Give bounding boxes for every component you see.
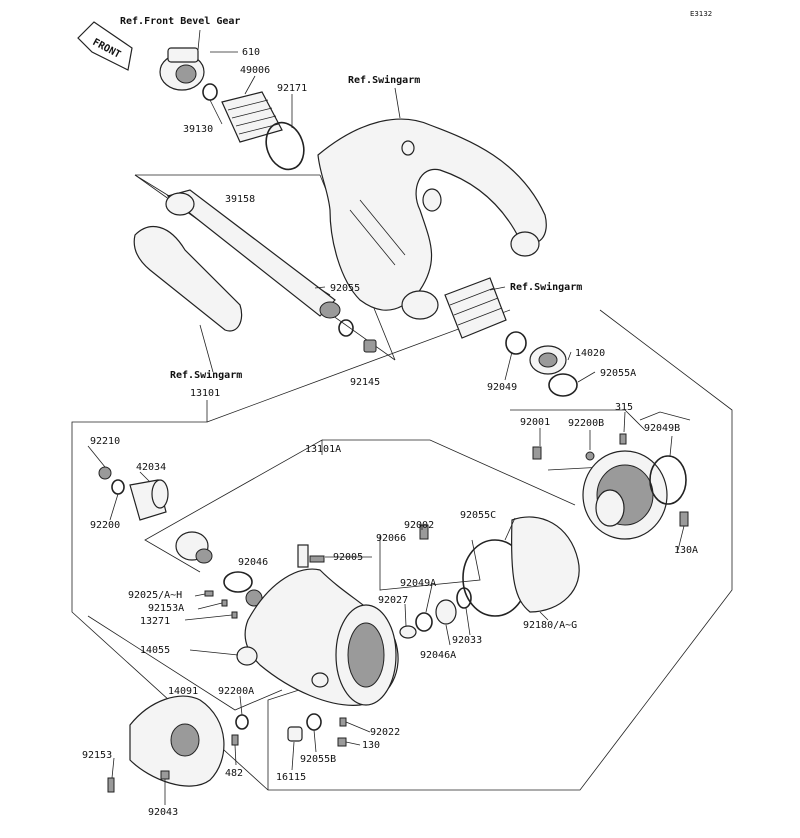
drive-shaft-39158: [165, 189, 341, 319]
label-13101: 13101: [190, 388, 220, 399]
label-315: 315: [615, 402, 633, 413]
label-92049B: 92049B: [644, 423, 680, 434]
leader-lines: [87, 29, 685, 805]
ref-swingarm-right: Ref.Swingarm: [510, 281, 582, 293]
rear-boot: [444, 277, 507, 339]
washer-92200A: [235, 714, 249, 730]
breather-92005: [309, 555, 325, 563]
label-92055B: 92055B: [300, 754, 336, 765]
diagram-code: E3132: [690, 10, 712, 18]
ring-92049B: [649, 455, 687, 505]
label-39158: 39158: [225, 194, 255, 205]
label-92001: 92001: [520, 417, 550, 428]
label-92027: 92027: [378, 595, 408, 606]
coupling-14020: [529, 345, 567, 375]
label-14055: 14055: [140, 645, 170, 656]
label-92066: 92066: [376, 533, 406, 544]
oring-92055A: [548, 373, 578, 397]
bolt-92153A: [221, 599, 228, 607]
circlip-92055: [338, 319, 354, 337]
ref-swingarm-left: Ref.Swingarm: [170, 369, 242, 381]
label-92049: 92049: [487, 382, 517, 393]
label-39130: 39130: [183, 124, 213, 135]
label-92046A: 92046A: [420, 650, 456, 661]
washer-92200: [111, 479, 125, 495]
plug-92210: [98, 466, 112, 480]
label-92033: 92033: [452, 635, 482, 646]
shim-92180: [511, 516, 580, 613]
label-92153A: 92153A: [148, 603, 184, 614]
ref-swingarm-top: Ref.Swingarm: [348, 74, 420, 86]
label-92025: 92025/A~H: [128, 590, 182, 601]
label-482: 482: [225, 768, 243, 779]
shim-92025: [204, 590, 214, 597]
label-92171: 92171: [277, 83, 307, 94]
final-gear-case: [236, 544, 399, 706]
shim-92049A: [415, 612, 433, 632]
ring-gear-hub: [582, 450, 668, 540]
boot-49006: [221, 91, 283, 143]
label-92002: 92002: [404, 520, 434, 531]
label-92200A: 92200A: [218, 686, 254, 697]
bolt-92153: [107, 777, 115, 793]
label-92210: 92210: [90, 436, 120, 447]
bearing-42034: [129, 479, 169, 521]
pin-315: [619, 433, 627, 445]
label-13101A: 13101A: [305, 444, 341, 455]
bolt-92002: [419, 524, 429, 540]
label-92055C: 92055C: [460, 510, 496, 521]
pin-482: [231, 734, 239, 746]
label-92180: 92180/A~G: [523, 620, 577, 631]
pin-13271: [231, 611, 238, 619]
label-14020: 14020: [575, 348, 605, 359]
pinion-gear: [175, 531, 213, 564]
plug-16115: [287, 726, 303, 742]
label-92200: 92200: [90, 520, 120, 531]
label-92055A: 92055A: [600, 368, 636, 379]
part-labels: 610 49006 92171 39130 39158 92055 92145 …: [82, 47, 698, 818]
front-arrow-icon: FRONT: [77, 21, 133, 71]
oring-92046: [223, 571, 253, 593]
front-bevel-gear-assembly: [159, 47, 305, 171]
label-92200B: 92200B: [568, 418, 604, 429]
label-42034: 42034: [136, 462, 166, 473]
ref-front-bevel-gear: Ref.Front Bevel Gear: [120, 16, 240, 27]
label-13271: 13271: [140, 616, 170, 627]
label-92153: 92153: [82, 750, 112, 761]
shim-92027: [399, 625, 417, 639]
label-610: 610: [242, 47, 260, 58]
cover-14091: [129, 695, 225, 787]
label-130: 130: [362, 740, 380, 751]
plug-130: [337, 737, 347, 747]
oring-92055B: [306, 713, 322, 731]
bolt-130A: [679, 511, 689, 527]
swingarm-body: [317, 118, 547, 320]
label-49006: 49006: [240, 65, 270, 76]
washer-92200B: [585, 451, 595, 461]
bearing-92046A: [435, 599, 457, 625]
label-16115: 16115: [276, 772, 306, 783]
bolt-92043: [160, 770, 170, 780]
coupling-92145: [363, 339, 377, 353]
left-swingarm-shell: [133, 226, 243, 332]
label-92046: 92046: [238, 557, 268, 568]
label-130A: 130A: [674, 545, 698, 556]
washer-92022: [339, 717, 347, 727]
label-92005: 92005: [333, 552, 363, 563]
label-92049A: 92049A: [400, 578, 436, 589]
label-14091: 14091: [168, 686, 198, 697]
ring-92049: [505, 331, 527, 355]
label-92145: 92145: [350, 377, 380, 388]
label-92022: 92022: [370, 727, 400, 738]
label-92055: 92055: [330, 283, 360, 294]
bolt-92001: [532, 446, 542, 460]
label-92043: 92043: [148, 807, 178, 818]
